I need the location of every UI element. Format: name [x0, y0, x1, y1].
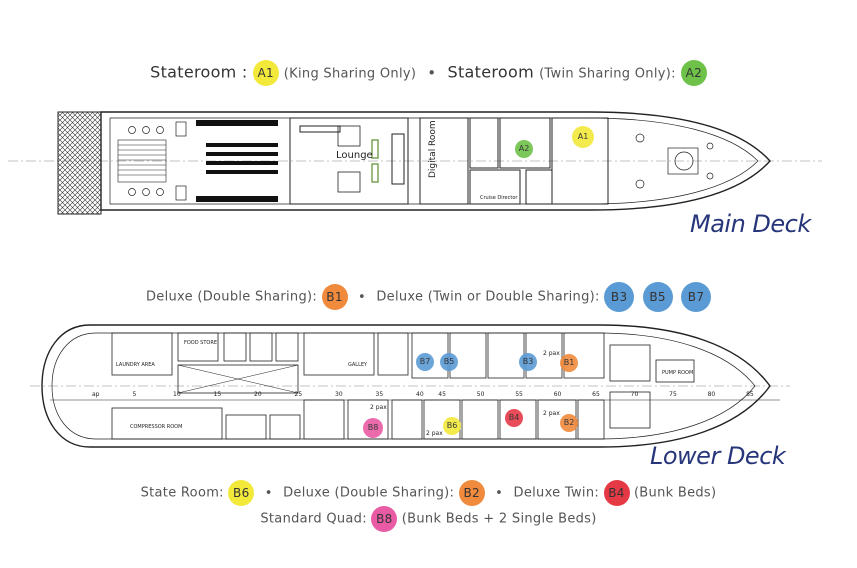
marker-b4: B4: [505, 409, 523, 427]
badge-a1: A1: [252, 60, 279, 86]
badge-b2: B2: [458, 480, 485, 506]
frame-number: 85: [746, 391, 754, 398]
frame-number: 20: [254, 391, 262, 398]
frame-number: 60: [553, 391, 562, 398]
marker-b5: B5: [440, 353, 458, 371]
cabins-lower: [303, 399, 605, 440]
legend-deluxe-double-2: Deluxe (Double Sharing):: [283, 485, 455, 501]
main-deck-title: Main Deck: [690, 210, 811, 238]
marker-b8: B8: [363, 418, 383, 438]
engine-vents: [196, 120, 278, 202]
main-deck-legend: Stateroom : A1 (King Sharing Only) • Sta…: [0, 60, 857, 86]
frame-number: 30: [335, 391, 343, 398]
legend-separator-4: •: [495, 485, 504, 501]
lower-deck-plan: [30, 324, 790, 448]
marker-b6: B6: [443, 417, 461, 435]
bottom-legend-line-2: Standard Quad: B8 (Bunk Beds + 2 Single …: [0, 506, 857, 532]
frame-number: ap: [92, 391, 100, 398]
stern-stairs: [117, 139, 167, 183]
stern-deck-mesh: [57, 111, 102, 215]
legend-standard-quad: Standard Quad:: [260, 511, 367, 527]
lower-deck-title: Lower Deck: [650, 442, 786, 470]
marker-b2: B2: [560, 414, 578, 432]
legend-deluxe-twin: Deluxe Twin:: [513, 485, 600, 501]
frame-number: 50: [476, 391, 485, 398]
legend-stateroom-label: Stateroom :: [150, 62, 248, 82]
frame-number: 75: [669, 391, 677, 398]
legend-twin-sharing: (Twin Sharing Only):: [539, 66, 676, 82]
frame-number: 5: [132, 391, 137, 398]
pump-room-label: PUMP ROOM: [662, 370, 694, 376]
badge-b6: B6: [228, 480, 255, 506]
badge-a2: A2: [680, 60, 707, 86]
badge-b4: B4: [603, 480, 630, 506]
deck-fittings: [128, 121, 187, 201]
legend-stateroom-label-2: Stateroom: [447, 62, 534, 82]
bottom-legend-line-1: State Room: B6 • Deluxe (Double Sharing)…: [0, 480, 857, 506]
badge-b5: B5: [642, 282, 673, 312]
frame-number: 70: [630, 391, 639, 398]
legend-king-sharing: (King Sharing Only): [283, 66, 417, 82]
two-pax-label: 2 pax: [370, 404, 387, 411]
legend-separator: •: [427, 63, 437, 82]
main-deck-plan: [8, 111, 822, 215]
legend-separator-2: •: [357, 289, 366, 305]
legend-bunk-beds: (Bunk Beds): [633, 485, 717, 501]
frame-number: 45: [438, 391, 446, 398]
lower-deck-legend: Deluxe (Double Sharing): B1 • Deluxe (Tw…: [0, 282, 857, 312]
two-pax-label: 2 pax: [543, 410, 560, 417]
badge-b1: B1: [321, 284, 348, 310]
legend-state-room: State Room:: [140, 485, 224, 501]
frame-number: 10: [173, 391, 181, 398]
aft-rooms: [111, 332, 301, 440]
marker-b7: B7: [416, 353, 434, 371]
lounge-room: [289, 117, 409, 205]
two-pax-label: 2 pax: [426, 430, 443, 437]
digital-room-label: Digital Room: [428, 120, 438, 178]
frame-number: 15: [213, 391, 222, 398]
laundry-label: LAUNDRY AREA: [116, 362, 155, 368]
cruise-director-label: Cruise Director: [480, 195, 518, 201]
badge-b8: B8: [371, 506, 398, 532]
galley-label: GALLEY: [348, 362, 368, 368]
legend-bunk-single-beds: (Bunk Beds + 2 Single Beds): [401, 511, 597, 527]
galley-area: [303, 332, 409, 376]
bow-windlass: [635, 133, 714, 189]
frame-number: 55: [515, 391, 523, 398]
lounge-label: Lounge: [336, 150, 373, 161]
badge-b7: B7: [681, 282, 712, 312]
frame-number: 80: [707, 391, 716, 398]
frame-number: 40: [416, 391, 424, 398]
marker-a1: A1: [572, 126, 594, 148]
two-pax-label: 2 pax: [543, 350, 560, 357]
food-store-label: FOOD STORE: [184, 340, 217, 346]
bow-rooms: [609, 344, 695, 429]
marker-b1: B1: [560, 354, 578, 372]
legend-deluxe-double: Deluxe (Double Sharing):: [145, 289, 318, 305]
legend-separator-3: •: [264, 485, 273, 501]
frame-number: 35: [375, 391, 384, 398]
compressor-label: COMPRESSOR ROOM: [130, 424, 183, 430]
marker-a2: A2: [515, 140, 533, 158]
marker-b3: B3: [519, 353, 537, 371]
legend-deluxe-twin-double: Deluxe (Twin or Double Sharing):: [376, 289, 600, 305]
digital-room-block: [419, 117, 609, 205]
badge-b3: B3: [604, 282, 635, 312]
frame-number: 65: [592, 391, 600, 398]
frame-number: 25: [294, 391, 303, 398]
